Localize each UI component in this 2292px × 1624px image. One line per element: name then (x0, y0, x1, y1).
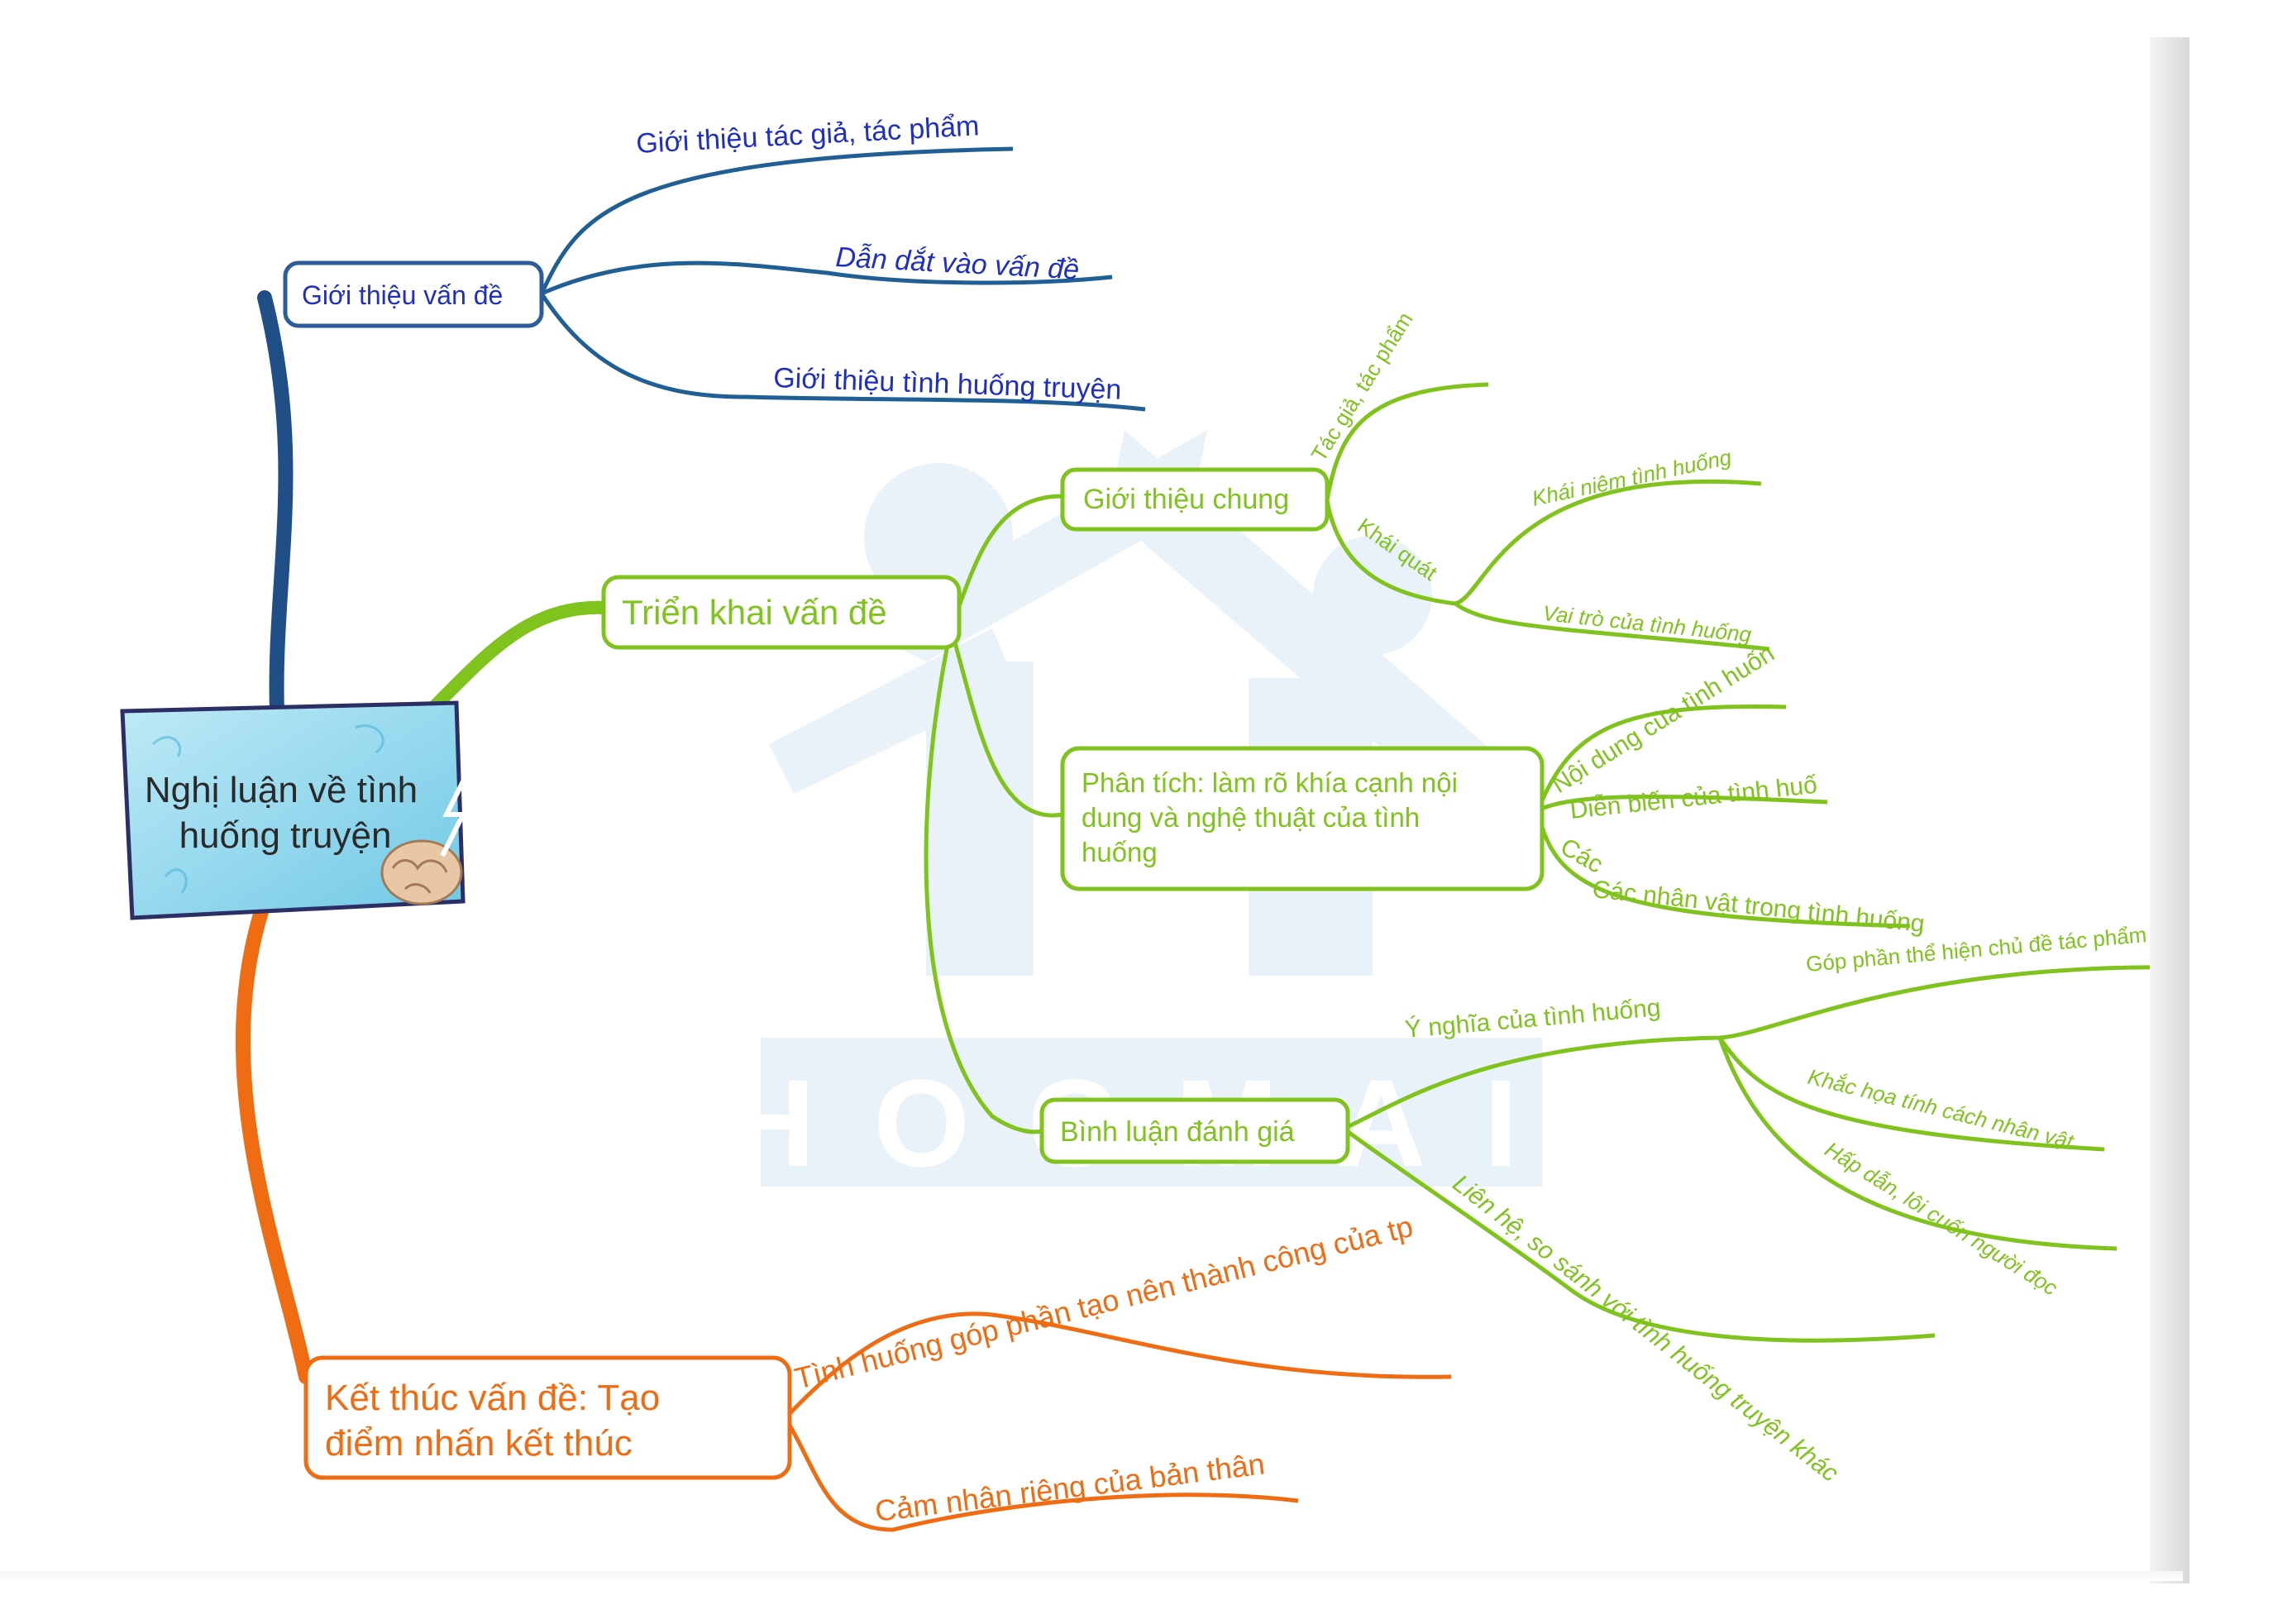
page-bottom-edge (0, 1571, 2183, 1581)
node-body-label: Triển khai vấn đề (622, 593, 887, 632)
node-comment[interactable]: Bình luận đánh giá (1039, 1097, 1350, 1164)
body-connectors (924, 382, 2184, 1343)
general-author[interactable]: Tác giả, tác phẩm (1306, 308, 1418, 466)
overview-child-1[interactable]: Khái niệm tình huống (1530, 444, 1734, 511)
intro-connectors (539, 146, 1146, 412)
analysis-child-3a[interactable]: Các (1556, 833, 1608, 878)
branch-intro (257, 290, 294, 719)
branch-body (423, 600, 614, 718)
node-intro-label: Giới thiệu vấn đề (302, 280, 503, 310)
comment-compare[interactable]: Liên hệ, so sánh với tình huống truyện k… (1448, 1170, 1844, 1488)
meaning-child-3[interactable]: Hấp dẫn, lôi cuốn người đọc (1821, 1137, 2062, 1301)
brain-icon (380, 839, 463, 905)
ending-connectors (783, 1311, 1452, 1532)
node-body[interactable]: Triển khai vấn đề (601, 575, 962, 650)
node-analysis[interactable]: Phân tích: làm rõ khía cạnh nội dung và … (1060, 746, 1545, 891)
overview-child-2[interactable]: Vai trò của tình huống (1541, 600, 1753, 647)
ending-child-2[interactable]: Cảm nhận riêng của bản thân (873, 1446, 1267, 1528)
node-analysis-line3: huống (1082, 837, 1158, 867)
branch-ending (236, 894, 313, 1384)
node-general[interactable]: Giới thiệu chung (1060, 467, 1330, 532)
page-edge-shadow (2150, 37, 2189, 1583)
meaning-child-2[interactable]: Khắc họa tính cách nhân vật (1806, 1064, 2078, 1154)
node-analysis-line2: dung và nghệ thuật của tình (1082, 802, 1420, 833)
analysis-child-2[interactable]: Diễn biến của tình huố (1569, 771, 1818, 824)
node-ending-line2: điểm nhấn kết thúc (325, 1423, 633, 1464)
analysis-child-1[interactable]: Nội dung của tình huốn (1547, 640, 1779, 799)
node-analysis-line1: Phân tích: làm rõ khía cạnh nội (1082, 767, 1458, 798)
node-ending-line1: Kết thúc vấn đề: Tạo (325, 1378, 660, 1418)
analysis-child-3[interactable]: Các nhân vật trong tình huống (1591, 876, 1926, 938)
central-topic-line2: huống truyện (179, 815, 392, 856)
central-topic-line1: Nghị luận về tình (145, 770, 418, 810)
node-general-label: Giới thiệu chung (1083, 484, 1289, 515)
ending-child-1[interactable]: Tình huống góp phần tạo nên thành công c… (791, 1209, 1416, 1396)
node-ending[interactable]: Kết thúc vấn đề: Tạo điểm nhấn kết thúc (303, 1355, 792, 1480)
node-intro[interactable]: Giới thiệu vấn đề (283, 260, 544, 328)
spark-icon (440, 771, 470, 857)
node-comment-label: Bình luận đánh giá (1060, 1116, 1295, 1148)
comment-meaning[interactable]: Ý nghĩa của tình huống (1404, 994, 1662, 1044)
central-topic[interactable]: Nghị luận về tình huống truyện (120, 700, 470, 920)
